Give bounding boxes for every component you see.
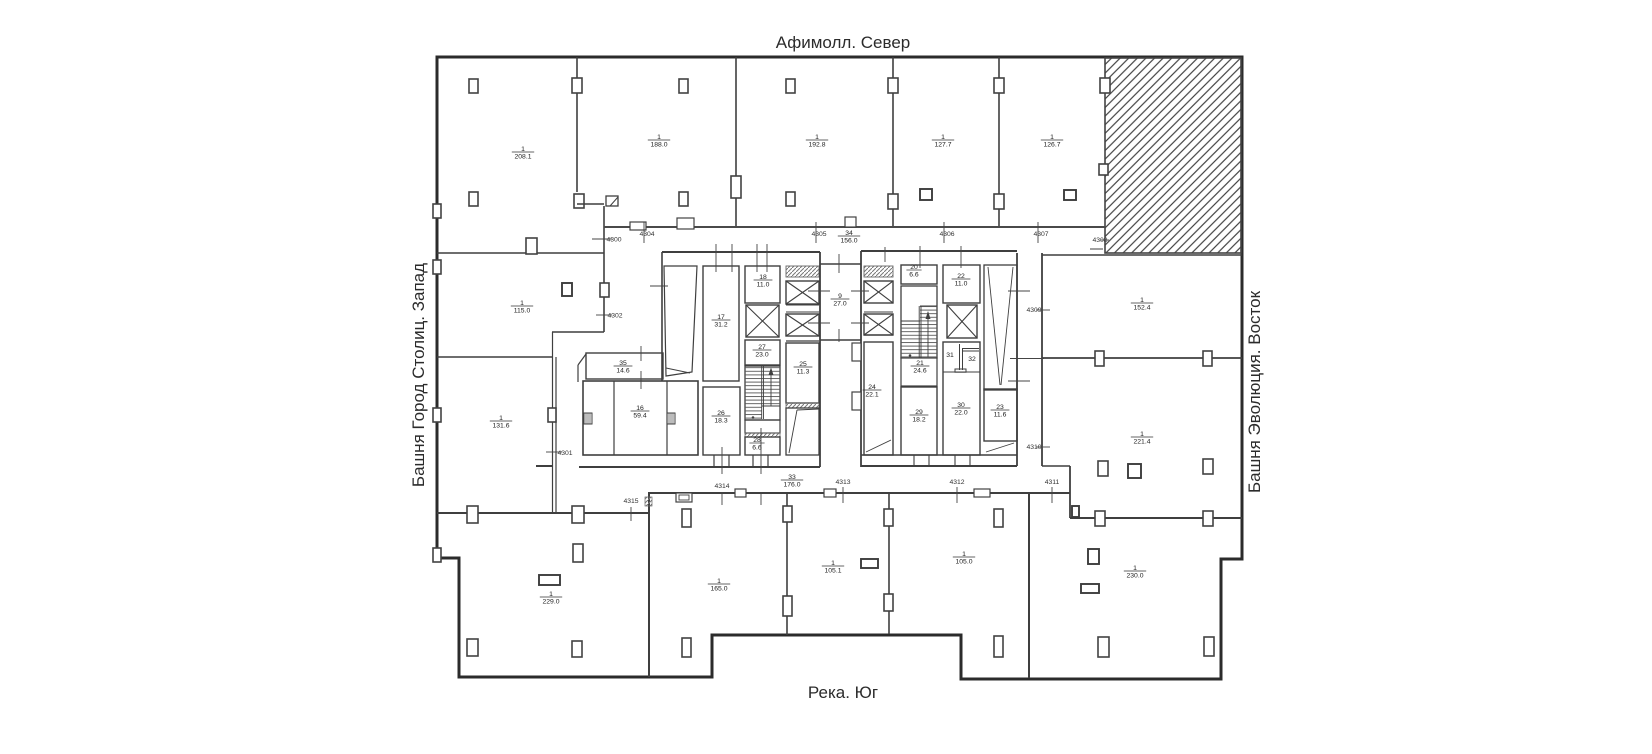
- svg-text:4309: 4309: [1026, 307, 1041, 314]
- svg-text:30: 30: [957, 402, 965, 409]
- svg-text:4308: 4308: [1092, 237, 1107, 244]
- svg-text:Река. Юг: Река. Юг: [808, 683, 878, 702]
- svg-text:Башня Эволюция. Восток: Башня Эволюция. Восток: [1245, 290, 1264, 493]
- svg-text:4315: 4315: [623, 498, 638, 505]
- svg-text:35: 35: [619, 360, 627, 367]
- svg-text:33: 33: [788, 474, 796, 481]
- svg-text:25: 25: [799, 361, 807, 368]
- svg-text:27: 27: [758, 344, 766, 351]
- svg-text:17: 17: [717, 314, 725, 321]
- svg-text:1: 1: [1140, 431, 1144, 438]
- svg-text:1: 1: [657, 134, 661, 141]
- svg-text:20: 20: [910, 264, 918, 271]
- svg-text:1: 1: [941, 134, 945, 141]
- svg-text:24.6: 24.6: [913, 367, 926, 374]
- svg-text:16: 16: [636, 405, 644, 412]
- svg-text:176.0: 176.0: [783, 481, 800, 488]
- svg-text:23.0: 23.0: [755, 351, 768, 358]
- svg-text:4301: 4301: [557, 450, 572, 457]
- svg-text:34: 34: [845, 230, 853, 237]
- svg-text:11.0: 11.0: [955, 280, 968, 287]
- svg-text:1: 1: [499, 415, 503, 422]
- svg-text:18.3: 18.3: [714, 417, 727, 424]
- svg-text:4300: 4300: [606, 237, 621, 244]
- svg-text:18.2: 18.2: [912, 416, 925, 423]
- svg-text:4314: 4314: [714, 483, 729, 490]
- svg-text:11.0: 11.0: [757, 281, 770, 288]
- svg-text:127.7: 127.7: [934, 141, 951, 148]
- svg-text:1: 1: [1140, 297, 1144, 304]
- svg-text:6.6: 6.6: [752, 444, 762, 451]
- svg-text:14.6: 14.6: [616, 367, 629, 374]
- svg-text:4306: 4306: [939, 231, 954, 238]
- svg-text:1: 1: [520, 300, 524, 307]
- svg-text:156.0: 156.0: [840, 237, 857, 244]
- svg-text:22: 22: [957, 273, 965, 280]
- svg-text:Башня Город Столиц. Запад: Башня Город Столиц. Запад: [409, 263, 428, 487]
- svg-text:4307: 4307: [1033, 231, 1048, 238]
- svg-text:105.1: 105.1: [824, 567, 841, 574]
- svg-text:31: 31: [946, 352, 954, 359]
- svg-text:6.6: 6.6: [909, 271, 919, 278]
- svg-text:24: 24: [868, 384, 876, 391]
- svg-text:21: 21: [916, 360, 924, 367]
- svg-text:221.4: 221.4: [1133, 438, 1150, 445]
- svg-text:31.2: 31.2: [714, 321, 727, 328]
- svg-text:115.0: 115.0: [514, 307, 531, 314]
- svg-text:131.6: 131.6: [492, 422, 509, 429]
- svg-text:28: 28: [753, 437, 761, 444]
- svg-text:1: 1: [549, 591, 553, 598]
- svg-text:4311: 4311: [1045, 479, 1060, 486]
- svg-text:1: 1: [1133, 565, 1137, 572]
- svg-text:1: 1: [717, 578, 721, 585]
- svg-text:Афимолл. Север: Афимолл. Север: [776, 33, 911, 52]
- svg-text:1: 1: [831, 560, 835, 567]
- svg-text:152.4: 152.4: [1133, 304, 1150, 311]
- svg-text:126.7: 126.7: [1043, 141, 1060, 148]
- svg-text:18: 18: [759, 274, 767, 281]
- svg-text:208.1: 208.1: [514, 153, 531, 160]
- svg-text:11.6: 11.6: [994, 411, 1007, 418]
- svg-text:29: 29: [915, 409, 923, 416]
- svg-text:1: 1: [521, 146, 525, 153]
- svg-text:4313: 4313: [835, 479, 850, 486]
- svg-text:1: 1: [1050, 134, 1054, 141]
- svg-text:229.0: 229.0: [542, 598, 559, 605]
- svg-text:22.0: 22.0: [954, 409, 967, 416]
- svg-text:1: 1: [815, 134, 819, 141]
- svg-text:165.0: 165.0: [710, 585, 727, 592]
- svg-text:59.4: 59.4: [633, 412, 646, 419]
- svg-text:9: 9: [838, 293, 842, 300]
- svg-text:32: 32: [968, 356, 976, 363]
- svg-text:105.0: 105.0: [955, 558, 972, 565]
- svg-text:22.1: 22.1: [865, 391, 878, 398]
- svg-text:4305: 4305: [811, 231, 826, 238]
- svg-text:4310: 4310: [1026, 444, 1041, 451]
- svg-text:1: 1: [962, 551, 966, 558]
- svg-text:23: 23: [996, 404, 1004, 411]
- svg-text:188.0: 188.0: [650, 141, 667, 148]
- svg-text:4304: 4304: [639, 231, 654, 238]
- svg-text:192.8: 192.8: [808, 141, 825, 148]
- svg-text:27.0: 27.0: [833, 300, 846, 307]
- svg-text:4302: 4302: [607, 313, 622, 320]
- svg-text:4312: 4312: [949, 479, 964, 486]
- svg-text:11.3: 11.3: [797, 368, 810, 375]
- svg-text:26: 26: [717, 410, 725, 417]
- svg-text:230.0: 230.0: [1126, 572, 1143, 579]
